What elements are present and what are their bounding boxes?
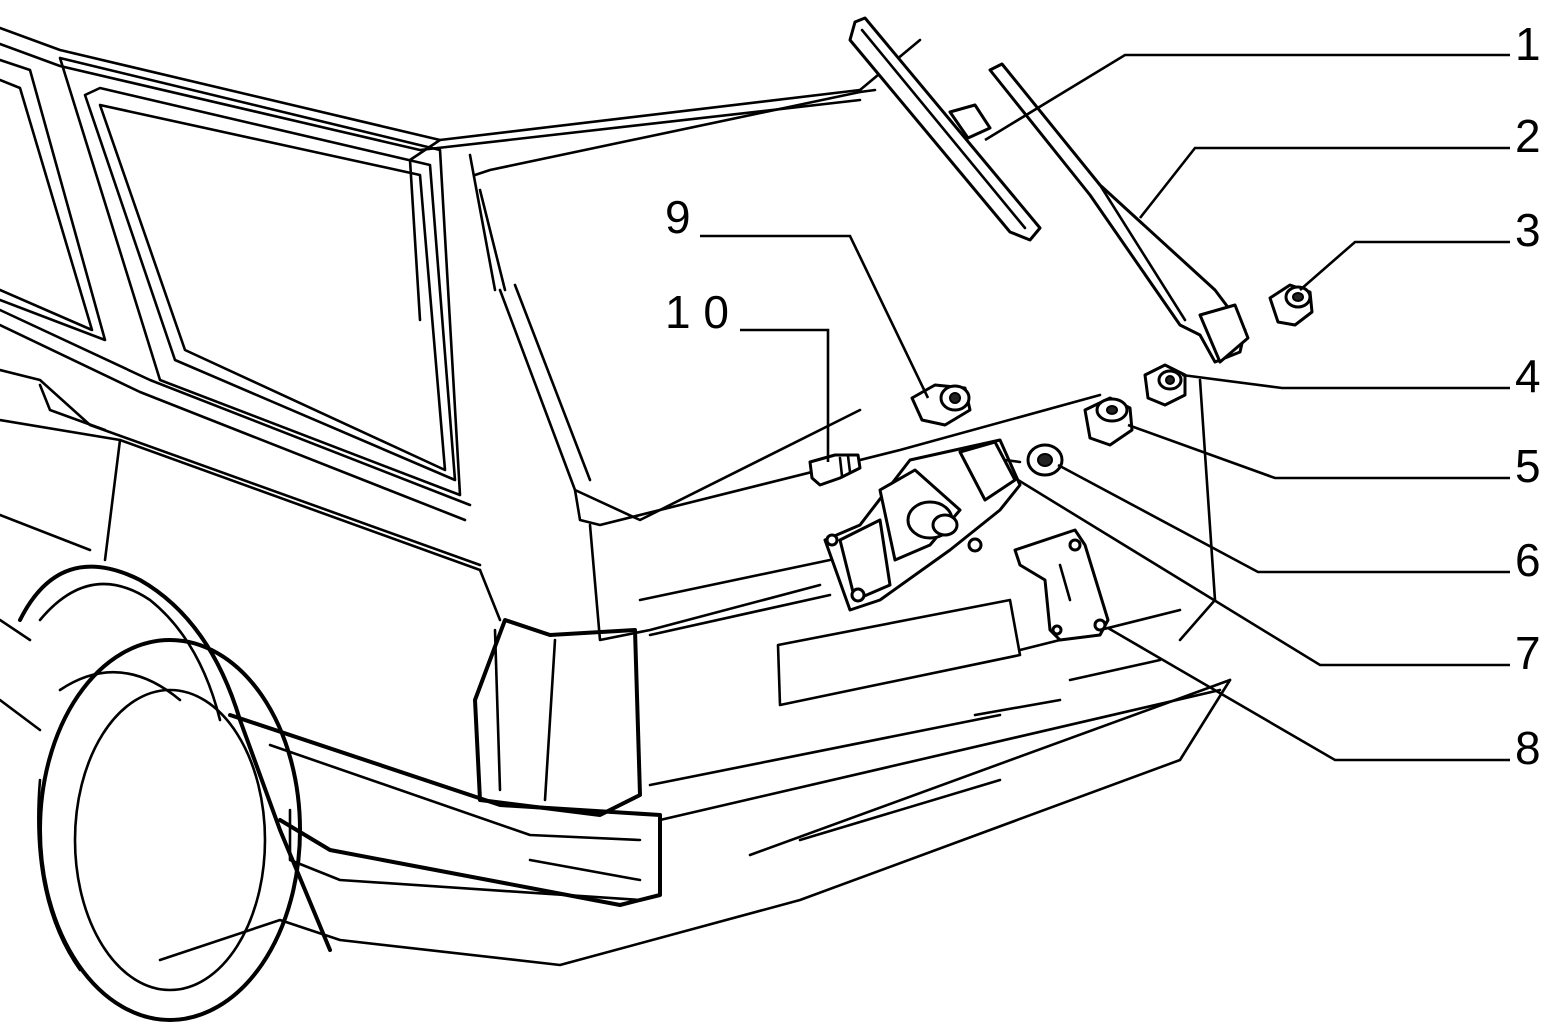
cap-part-3 [1268,283,1314,327]
washer-part-6 [1026,443,1064,477]
wiper-blade-part-1 [848,16,1042,242]
callout-4: 4 [1515,350,1541,402]
callout-1: 1 [1515,18,1541,70]
callout-10: 1 0 [665,286,729,338]
callout-8: 8 [1515,722,1541,774]
bracket-part-8 [1013,528,1110,642]
wiper-motor-part-7 [823,438,1022,612]
callout-6: 6 [1515,534,1541,586]
callout-9: 9 [665,191,691,243]
grommet-part-9 [910,383,972,427]
car-body [0,26,1232,1022]
nut-part-4 [1143,363,1187,407]
bushing-part-5 [1083,396,1134,447]
callout-5: 5 [1515,440,1541,492]
callout-labels: 1 2 3 4 5 6 7 8 9 1 0 [665,18,1541,774]
screw-part-10 [808,453,862,487]
callout-2: 2 [1515,110,1541,162]
leader-lines [700,53,1510,762]
callout-3: 3 [1515,204,1541,256]
callout-7: 7 [1515,627,1541,679]
wiper-arm-part-2 [988,62,1250,364]
